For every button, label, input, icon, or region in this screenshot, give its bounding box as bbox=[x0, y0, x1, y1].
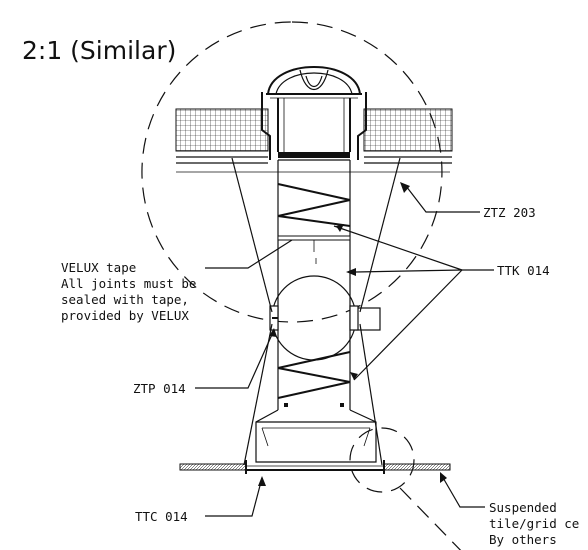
tape-line-1: VELUX tape bbox=[61, 260, 136, 275]
label-ztp-014: ZTP 014 bbox=[133, 381, 186, 396]
tape-line-4: provided by VELUX bbox=[61, 308, 189, 323]
label-suspended-ceiling: Suspended tile/grid ce By others bbox=[489, 500, 587, 547]
tension-wires bbox=[231, 157, 401, 466]
upper-rigid-tube bbox=[277, 98, 351, 161]
label-ttk-014: TTK 014 bbox=[497, 263, 550, 278]
suspended-ceiling bbox=[179, 460, 451, 474]
ceiling-detail-leader bbox=[399, 487, 462, 550]
tape-line-2: All joints must be bbox=[61, 276, 196, 291]
detail-circle bbox=[141, 21, 443, 323]
ceiling-detail-circle bbox=[349, 427, 415, 493]
ceiling-line-1: Suspended bbox=[489, 500, 557, 515]
tape-line-3: sealed with tape, bbox=[61, 292, 189, 307]
drawing-title: 2:1 (Similar) bbox=[22, 36, 176, 65]
elbow-ring bbox=[269, 275, 381, 361]
ceiling-line-2: tile/grid ce bbox=[489, 516, 579, 531]
dome bbox=[266, 66, 362, 99]
arrowheads bbox=[258, 182, 447, 486]
ceiling-transition bbox=[255, 403, 377, 463]
label-ttc-014: TTC 014 bbox=[135, 509, 188, 524]
label-ztz-203: ZTZ 203 bbox=[483, 205, 536, 220]
leader-lines bbox=[195, 185, 494, 517]
roof-structure bbox=[175, 92, 453, 173]
tunnel-tube bbox=[277, 160, 351, 410]
label-velux-tape: VELUX tape All joints must be sealed wit… bbox=[61, 260, 204, 323]
ceiling-line-3: By others bbox=[489, 532, 557, 547]
